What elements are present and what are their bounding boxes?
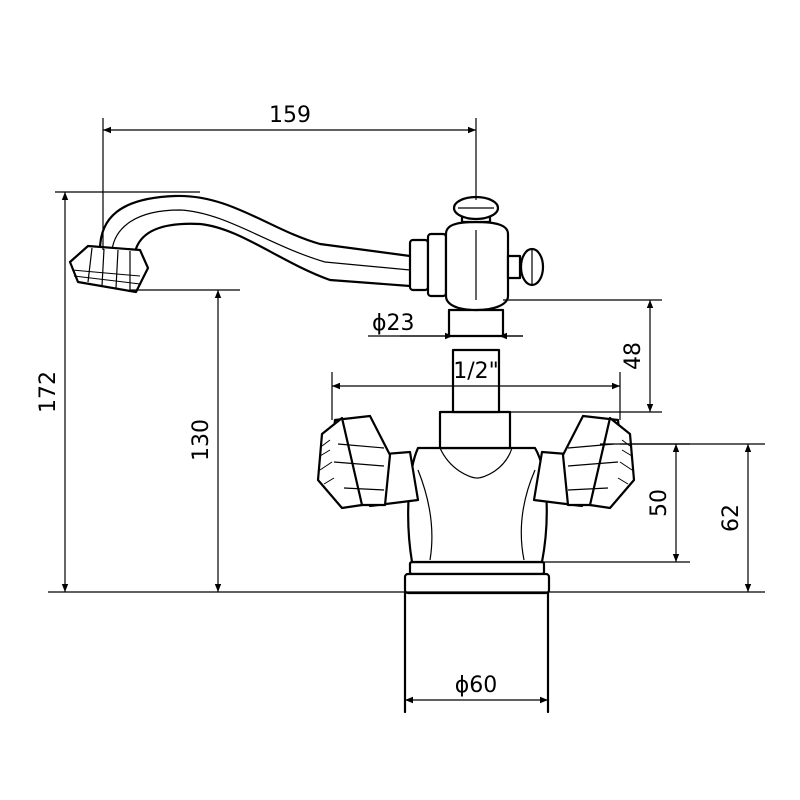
faucet-outline	[68, 194, 636, 714]
label-thread: 1/2"	[453, 359, 499, 384]
body-shading-left	[417, 469, 433, 561]
label-handle-top-height: 62	[719, 504, 744, 532]
label-total-height: 172	[36, 371, 61, 413]
label-body-height: 48	[621, 342, 646, 370]
spout	[98, 194, 412, 288]
spout-nut-outer	[408, 238, 430, 292]
dimension-labels: 159 172 130 ϕ23 1/2" 48 50 62 ϕ60	[36, 103, 744, 698]
label-spout-reach: 159	[269, 103, 311, 128]
extension-line	[331, 372, 621, 420]
lower-body	[407, 446, 548, 564]
right-handle	[532, 414, 636, 510]
label-spout-height: 130	[189, 419, 214, 461]
neck-rings	[453, 335, 499, 351]
thread-neck	[451, 348, 501, 414]
label-base-diameter: ϕ60	[455, 673, 498, 698]
side-knob-stem	[506, 254, 522, 280]
neck-collar	[438, 410, 512, 450]
aerator	[68, 244, 150, 294]
extension-line	[503, 299, 662, 413]
body-shading-right	[520, 469, 536, 561]
base-ring-top	[408, 560, 546, 576]
label-handle-height: 50	[647, 489, 672, 517]
upper-body	[444, 220, 510, 312]
dimension-lines	[48, 118, 765, 704]
upper-neck	[447, 308, 505, 338]
base-ring	[403, 572, 551, 595]
spout-nut	[426, 232, 448, 298]
left-handle	[316, 414, 420, 510]
label-spout-diameter: ϕ23	[372, 311, 415, 336]
body-contour	[439, 447, 513, 479]
